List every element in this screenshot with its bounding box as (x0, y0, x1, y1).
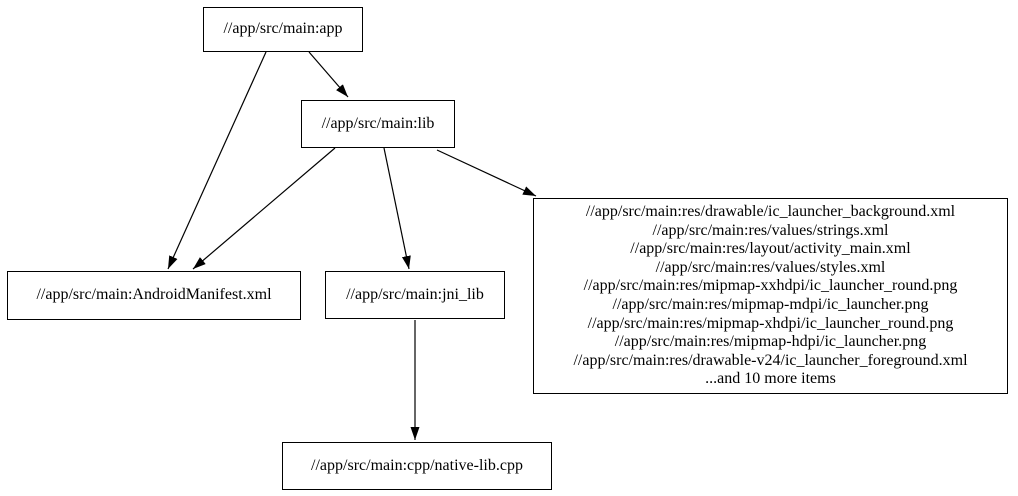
node-lib-label: //app/src/main:lib (321, 114, 435, 132)
graph-node-lib: //app/src/main:lib (301, 100, 455, 148)
resource-line: //app/src/main:res/layout/activity_main.… (630, 240, 911, 258)
node-native-lib-cpp-label: //app/src/main:cpp/native-lib.cpp (311, 456, 523, 474)
resource-line: //app/src/main:res/values/strings.xml (652, 221, 889, 239)
resource-line: //app/src/main:res/mipmap-mdpi/ic_launch… (612, 296, 929, 313)
graph-node-native-lib-cpp: //app/src/main:cpp/native-lib.cpp (282, 442, 552, 490)
graph-node-resources: //app/src/main:res/drawable/ic_launcher_… (533, 198, 1008, 394)
resource-line-more: ...and 10 more items (705, 370, 836, 388)
edge-lib-to-androidmanifest (192, 147, 336, 270)
node-androidmanifest-label: //app/src/main:AndroidManifest.xml (36, 286, 272, 304)
resource-line: //app/src/main:res/mipmap-xxhdpi/ic_laun… (583, 277, 958, 295)
resource-line: //app/src/main:res/drawable-v24/ic_launc… (573, 351, 968, 369)
node-jni-lib-label: //app/src/main:jni_lib (346, 285, 484, 303)
resource-line: //app/src/main:res/mipmap-xhdpi/ic_launc… (587, 314, 954, 332)
resource-line: //app/src/main:res/drawable/ic_launcher_… (585, 203, 956, 221)
resource-line: //app/src/main:res/values/styles.xml (655, 258, 886, 276)
resource-line: //app/src/main:res/mipmap-hdpi/ic_launch… (614, 333, 927, 351)
node-app-label: //app/src/main:app (223, 20, 343, 38)
graph-node-jni-lib: //app/src/main:jni_lib (325, 271, 505, 319)
graph-node-app: //app/src/main:app (203, 7, 363, 52)
edge-app-to-lib (308, 51, 349, 98)
edge-app-to-androidmanifest (167, 51, 267, 270)
edge-lib-to-jni-lib (383, 147, 411, 270)
edge-lib-to-resources (436, 149, 537, 197)
graph-node-androidmanifest: //app/src/main:AndroidManifest.xml (7, 271, 301, 320)
